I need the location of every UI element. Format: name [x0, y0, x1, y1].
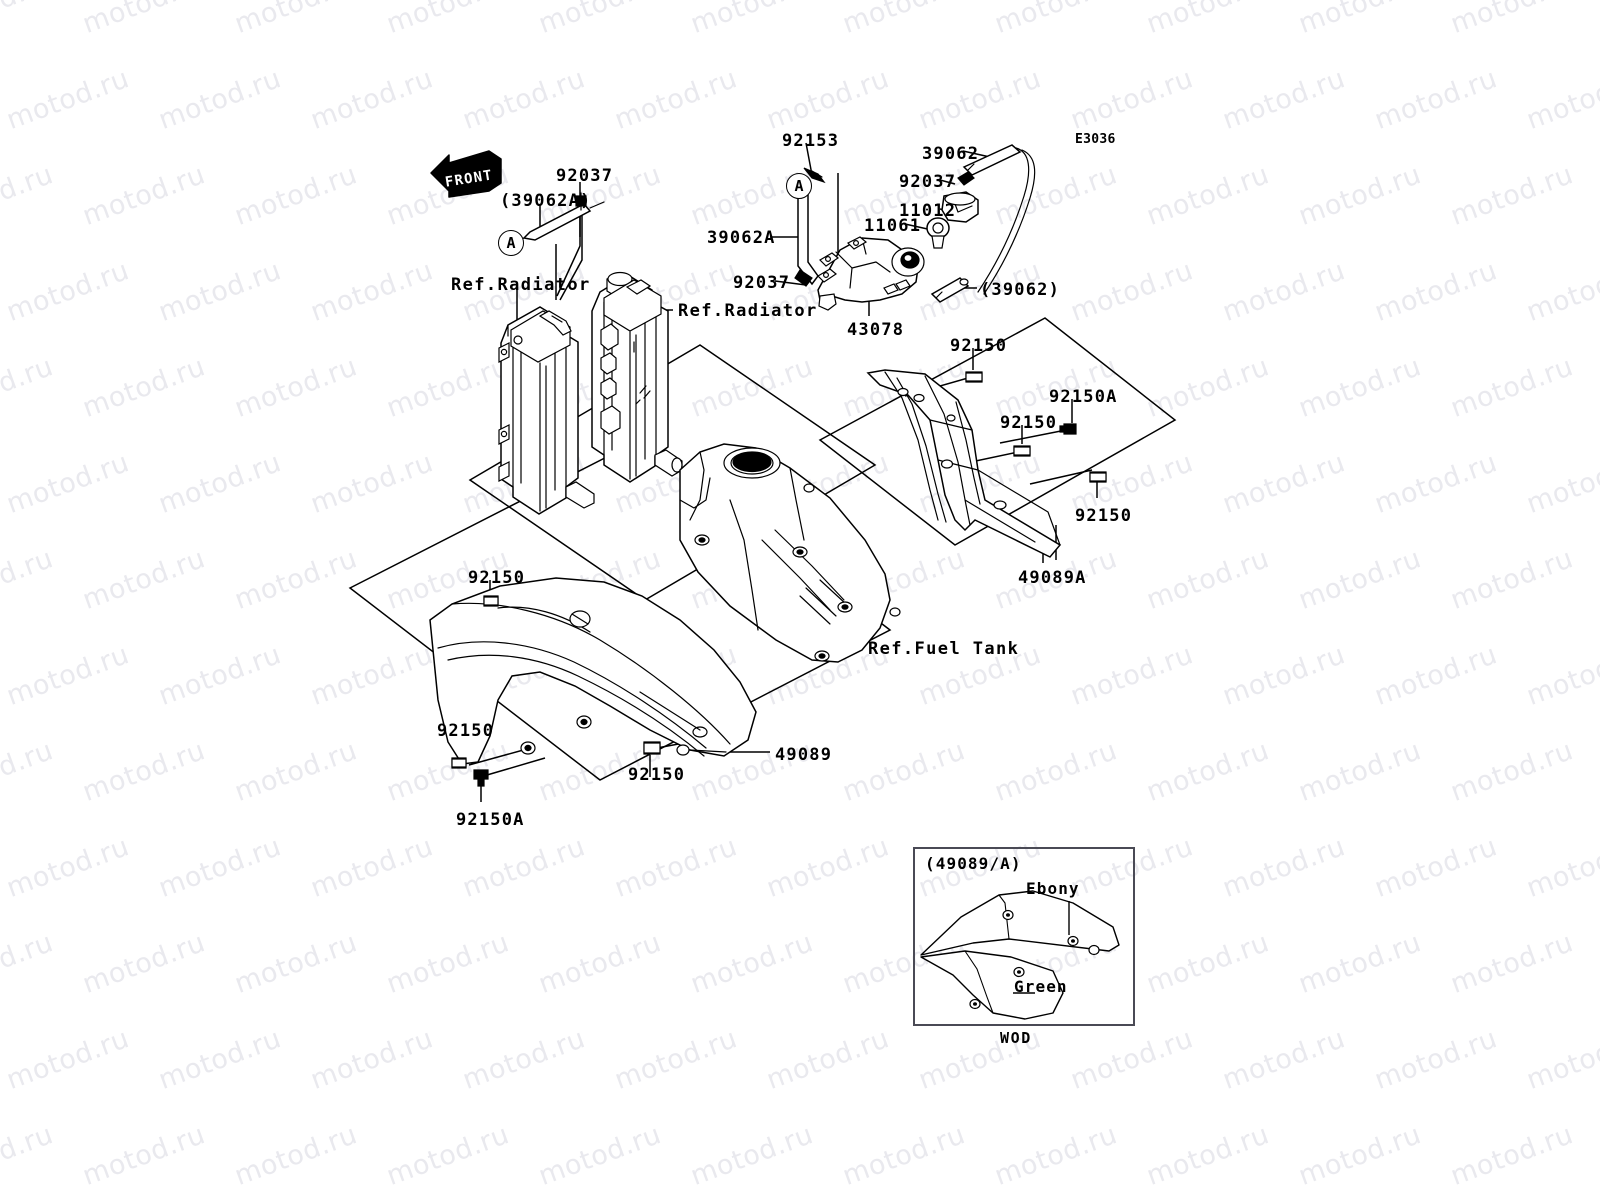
part-label-p92150_l2: 92150	[437, 721, 495, 741]
inset-label-green: Green	[1014, 977, 1068, 996]
part-label-p39062A_paren: (39062A)	[500, 191, 592, 211]
part-label-p11012: 11012	[899, 201, 957, 221]
shroud-left-49089	[429, 577, 757, 765]
part-label-p11061: 11061	[864, 216, 922, 236]
svg-text:FRONT: FRONT	[444, 167, 494, 190]
front-direction-badge: FRONT	[429, 147, 509, 207]
part-label-p39062A: 39062A	[707, 228, 776, 248]
part-label-p92150A_r: 92150A	[1049, 387, 1118, 407]
marker-a-label: A	[506, 234, 516, 252]
inset-title: (49089/A)	[925, 854, 1022, 873]
part-label-p92150_r3: 92150	[1075, 506, 1133, 526]
part-label-p49089: 49089	[775, 745, 833, 765]
part-label-p92037_mid: 92037	[733, 273, 791, 293]
inset-label-wod: WOD	[1000, 1029, 1032, 1047]
marker-a-left: A	[498, 230, 524, 256]
part-label-p92150_r1: 92150	[950, 336, 1008, 356]
part-label-p92153: 92153	[782, 131, 840, 151]
radiator-right	[591, 271, 683, 483]
shroud-right-49089a	[866, 369, 1062, 558]
part-label-p43078: 43078	[847, 320, 905, 340]
cap-11012	[941, 191, 979, 223]
inset-shroud-drawing	[913, 847, 1135, 1030]
part-label-p92037_top: 92037	[899, 172, 957, 192]
diagram-code: E3036	[1075, 132, 1116, 147]
part-label-p92150A_l: 92150A	[456, 810, 525, 830]
fasteners	[451, 371, 1107, 787]
hose-39062-lower	[930, 277, 970, 303]
inset-label-ebony: Ebony	[1026, 879, 1080, 898]
part-label-ref_radiator_right: Ref.Radiator	[678, 301, 818, 321]
part-label-ref_fuel_tank: Ref.Fuel Tank	[868, 639, 1020, 659]
part-label-p39062_paren: (39062)	[980, 280, 1061, 300]
gasket-11061	[926, 217, 950, 249]
part-label-ref_radiator_left: Ref.Radiator	[451, 275, 591, 295]
reservoir-tank-43078	[817, 236, 925, 311]
color-variant-inset	[913, 847, 1135, 1026]
part-label-p92150_l3: 92150	[628, 765, 686, 785]
part-label-p49089A: 49089A	[1018, 568, 1087, 588]
hose-39062-top	[957, 144, 1036, 295]
fuel-tank	[679, 443, 901, 663]
bolt-92153	[803, 167, 826, 184]
hose-39062a-left	[512, 192, 605, 244]
marker-a-right: A	[786, 173, 812, 199]
radiator-left	[498, 306, 595, 515]
part-label-p39062: 39062	[922, 144, 980, 164]
part-label-p92150_l1: 92150	[468, 568, 526, 588]
part-label-p92037_left: 92037	[556, 166, 614, 186]
marker-a-label: A	[794, 177, 804, 195]
part-label-p92150_r2: 92150	[1000, 413, 1058, 433]
